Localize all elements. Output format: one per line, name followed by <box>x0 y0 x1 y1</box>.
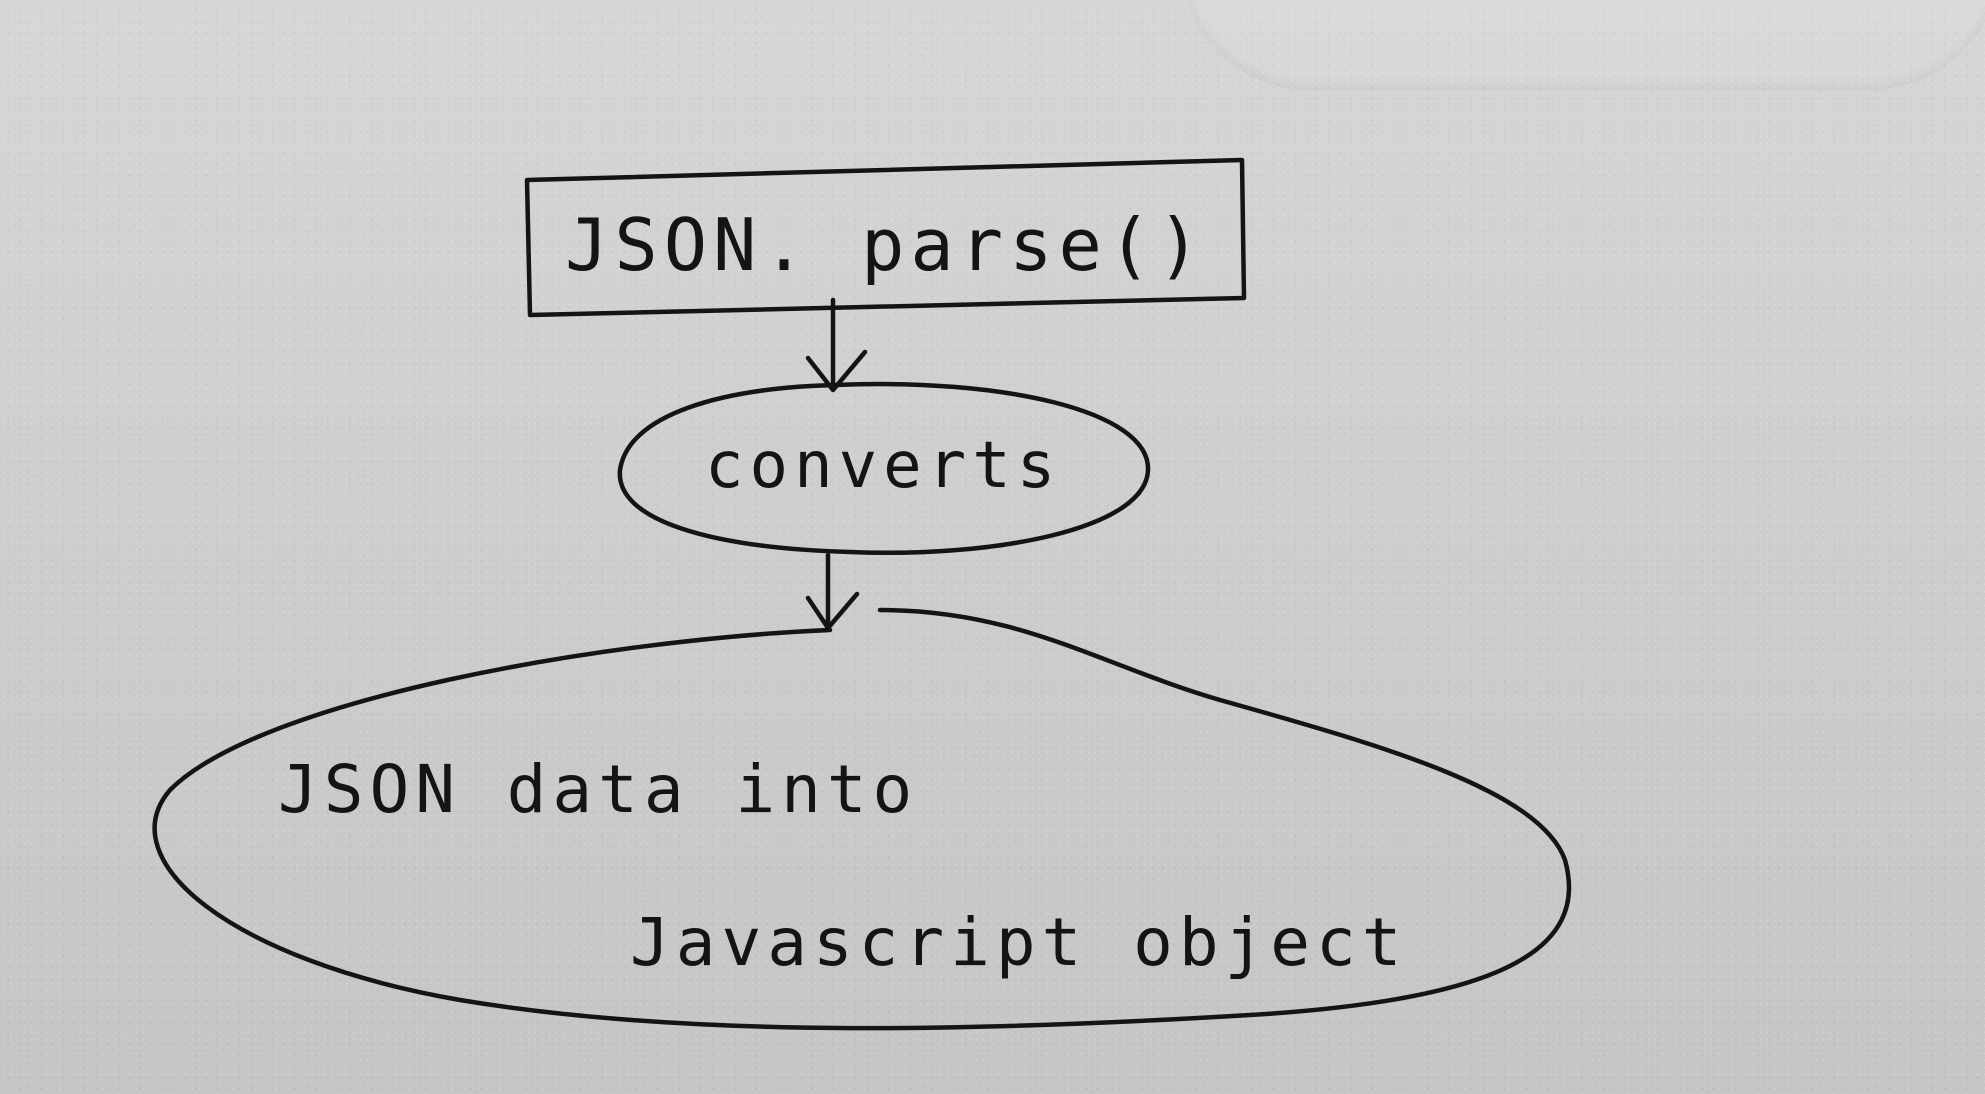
node-converts-ellipse: converts <box>617 381 1151 556</box>
node-json-parse-box: JSON. parse() <box>524 157 1247 318</box>
edge-converts-to-object <box>805 552 860 631</box>
node-object-ellipse: JSON data into Javascript object <box>152 607 1572 1031</box>
edge-box-to-converts-arrowhead <box>805 349 868 393</box>
json-parse-label: JSON. parse() <box>565 203 1207 287</box>
object-label-line-2: Javascript object <box>630 904 1408 981</box>
converts-label: converts <box>705 429 1061 503</box>
edge-converts-to-object-arrowhead <box>805 591 860 631</box>
object-ellipse-outline <box>152 607 1572 1031</box>
json-parse-box-outline <box>524 157 1247 318</box>
converts-ellipse-outline <box>617 381 1151 556</box>
edge-box-to-converts <box>805 297 868 393</box>
object-label-line-1: JSON data into <box>278 751 918 828</box>
